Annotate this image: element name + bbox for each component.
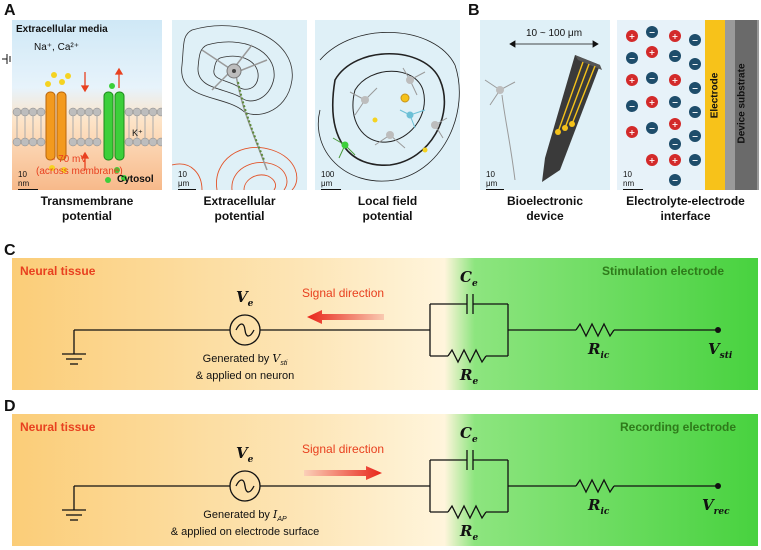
lfp-contour-graphic xyxy=(318,32,460,182)
dimension-label: 10 ~ 100 μm xyxy=(525,28,583,39)
stimulation-circuit xyxy=(62,294,721,365)
svg-text:−: − xyxy=(692,36,699,45)
svg-text:+: + xyxy=(672,76,679,85)
generator-note-d: Generated by IAP& applied on electrode s… xyxy=(170,508,320,539)
svg-text:−: − xyxy=(649,28,656,37)
extracellular-panel: 10 μm xyxy=(172,20,307,190)
svg-text:−: − xyxy=(692,156,699,165)
svg-text:+: + xyxy=(672,156,679,165)
scale-bar-10um: 10 μm xyxy=(178,170,196,190)
panel-label-c: C xyxy=(4,242,16,259)
generator-note-c: Generated by Vsti& applied on neuron xyxy=(195,352,295,383)
extracellular-media-label: Extracellular media xyxy=(16,24,108,35)
panel-label-d: D xyxy=(4,398,16,415)
double-layer-graphic: + + + + + + + + + + − − − − − − − − − − … xyxy=(626,20,759,190)
probe-graphic xyxy=(484,40,602,182)
svg-text:−: − xyxy=(692,84,699,93)
scale-bar-10nm: 10 nm xyxy=(18,170,38,190)
resting-voltage-label: - 70 mV xyxy=(52,154,88,165)
signal-arrow-left-icon xyxy=(307,310,384,324)
electrode-layer: Electrode xyxy=(709,72,721,119)
svg-text:−: − xyxy=(672,52,679,61)
scale-bar-device: 10 μm xyxy=(486,170,504,190)
potassium-channel-icon xyxy=(103,91,125,161)
recording-circuit-panel: Neural tissue Recording electrode Signal… xyxy=(12,414,758,546)
cytosol-label: Cytosol xyxy=(117,174,154,185)
lipid-bilayer-graphic xyxy=(12,67,162,183)
neural-tissue-label-d: Neural tissue xyxy=(20,420,96,434)
svg-text:−: − xyxy=(629,54,636,63)
stimulation-electrode-label: Stimulation electrode xyxy=(602,264,725,278)
svg-text:−: − xyxy=(629,102,636,111)
svg-text:+: + xyxy=(649,156,656,165)
svg-text:+: + xyxy=(649,98,656,107)
stimulation-circuit-panel: Neural tissue Stimulation electrode Sign… xyxy=(12,258,758,390)
device-panel: 10 ~ 100 μm 10 μm xyxy=(480,20,610,190)
neuron-contour-graphic xyxy=(172,25,298,190)
svg-text:+: + xyxy=(672,120,679,129)
ric-label-d: Ric xyxy=(588,496,610,517)
svg-text:+: + xyxy=(629,128,636,137)
signal-arrow-right-icon xyxy=(304,466,382,480)
svg-text:−: − xyxy=(692,60,699,69)
neural-tissue-label-c: Neural tissue xyxy=(20,264,96,278)
svg-text:−: − xyxy=(672,140,679,149)
svg-text:−: − xyxy=(649,74,656,83)
source-voltage-label-c: Ve xyxy=(236,288,254,309)
svg-text:+: + xyxy=(629,32,636,41)
panel-label-a: A xyxy=(4,2,16,19)
membrane-panel: Extracellular media Na⁺, Ca²⁺ K⁺ - 70 mV… xyxy=(12,20,162,190)
capacitance-label-c: Ce xyxy=(460,268,478,289)
svg-text:+: + xyxy=(629,76,636,85)
resistance-label-d: Re xyxy=(460,522,479,543)
resistance-label-c: Re xyxy=(460,366,479,387)
capacitance-label-d: Ce xyxy=(460,424,478,445)
voltage-note-label: (across membrane) xyxy=(36,166,123,177)
svg-text:−: − xyxy=(672,176,679,185)
interface-panel: + + + + + + + + + + − − − − − − − − − − … xyxy=(617,20,759,190)
svg-text:−: − xyxy=(672,98,679,107)
svg-text:−: − xyxy=(649,124,656,133)
terminal-voltage-label-d: Vrec xyxy=(702,496,730,517)
potassium-ion-label: K⁺ xyxy=(132,128,143,138)
terminal-voltage-label-c: Vsti xyxy=(708,340,733,361)
lfp-panel: 100 μm xyxy=(315,20,460,190)
svg-text:+: + xyxy=(649,48,656,57)
na-ca-ion-label: Na⁺, Ca²⁺ xyxy=(34,42,80,53)
substrate-layer: Device substrate xyxy=(736,63,748,144)
signal-direction-label-d: Signal direction xyxy=(302,442,385,456)
scale-bar-interface: 10 nm xyxy=(623,170,643,190)
sodium-channel-icon xyxy=(45,91,67,161)
svg-text:+: + xyxy=(672,32,679,41)
signal-direction-label-c: Signal direction xyxy=(302,286,385,300)
ric-label-c: Ric xyxy=(588,340,610,361)
svg-text:−: − xyxy=(692,108,699,117)
source-voltage-label-d: Ve xyxy=(236,444,254,465)
svg-text:−: − xyxy=(692,132,699,141)
recording-circuit xyxy=(62,450,721,521)
recording-electrode-label: Recording electrode xyxy=(620,420,737,434)
scale-bar-100um: 100 μm xyxy=(321,170,341,190)
panel-label-b: B xyxy=(468,2,480,19)
